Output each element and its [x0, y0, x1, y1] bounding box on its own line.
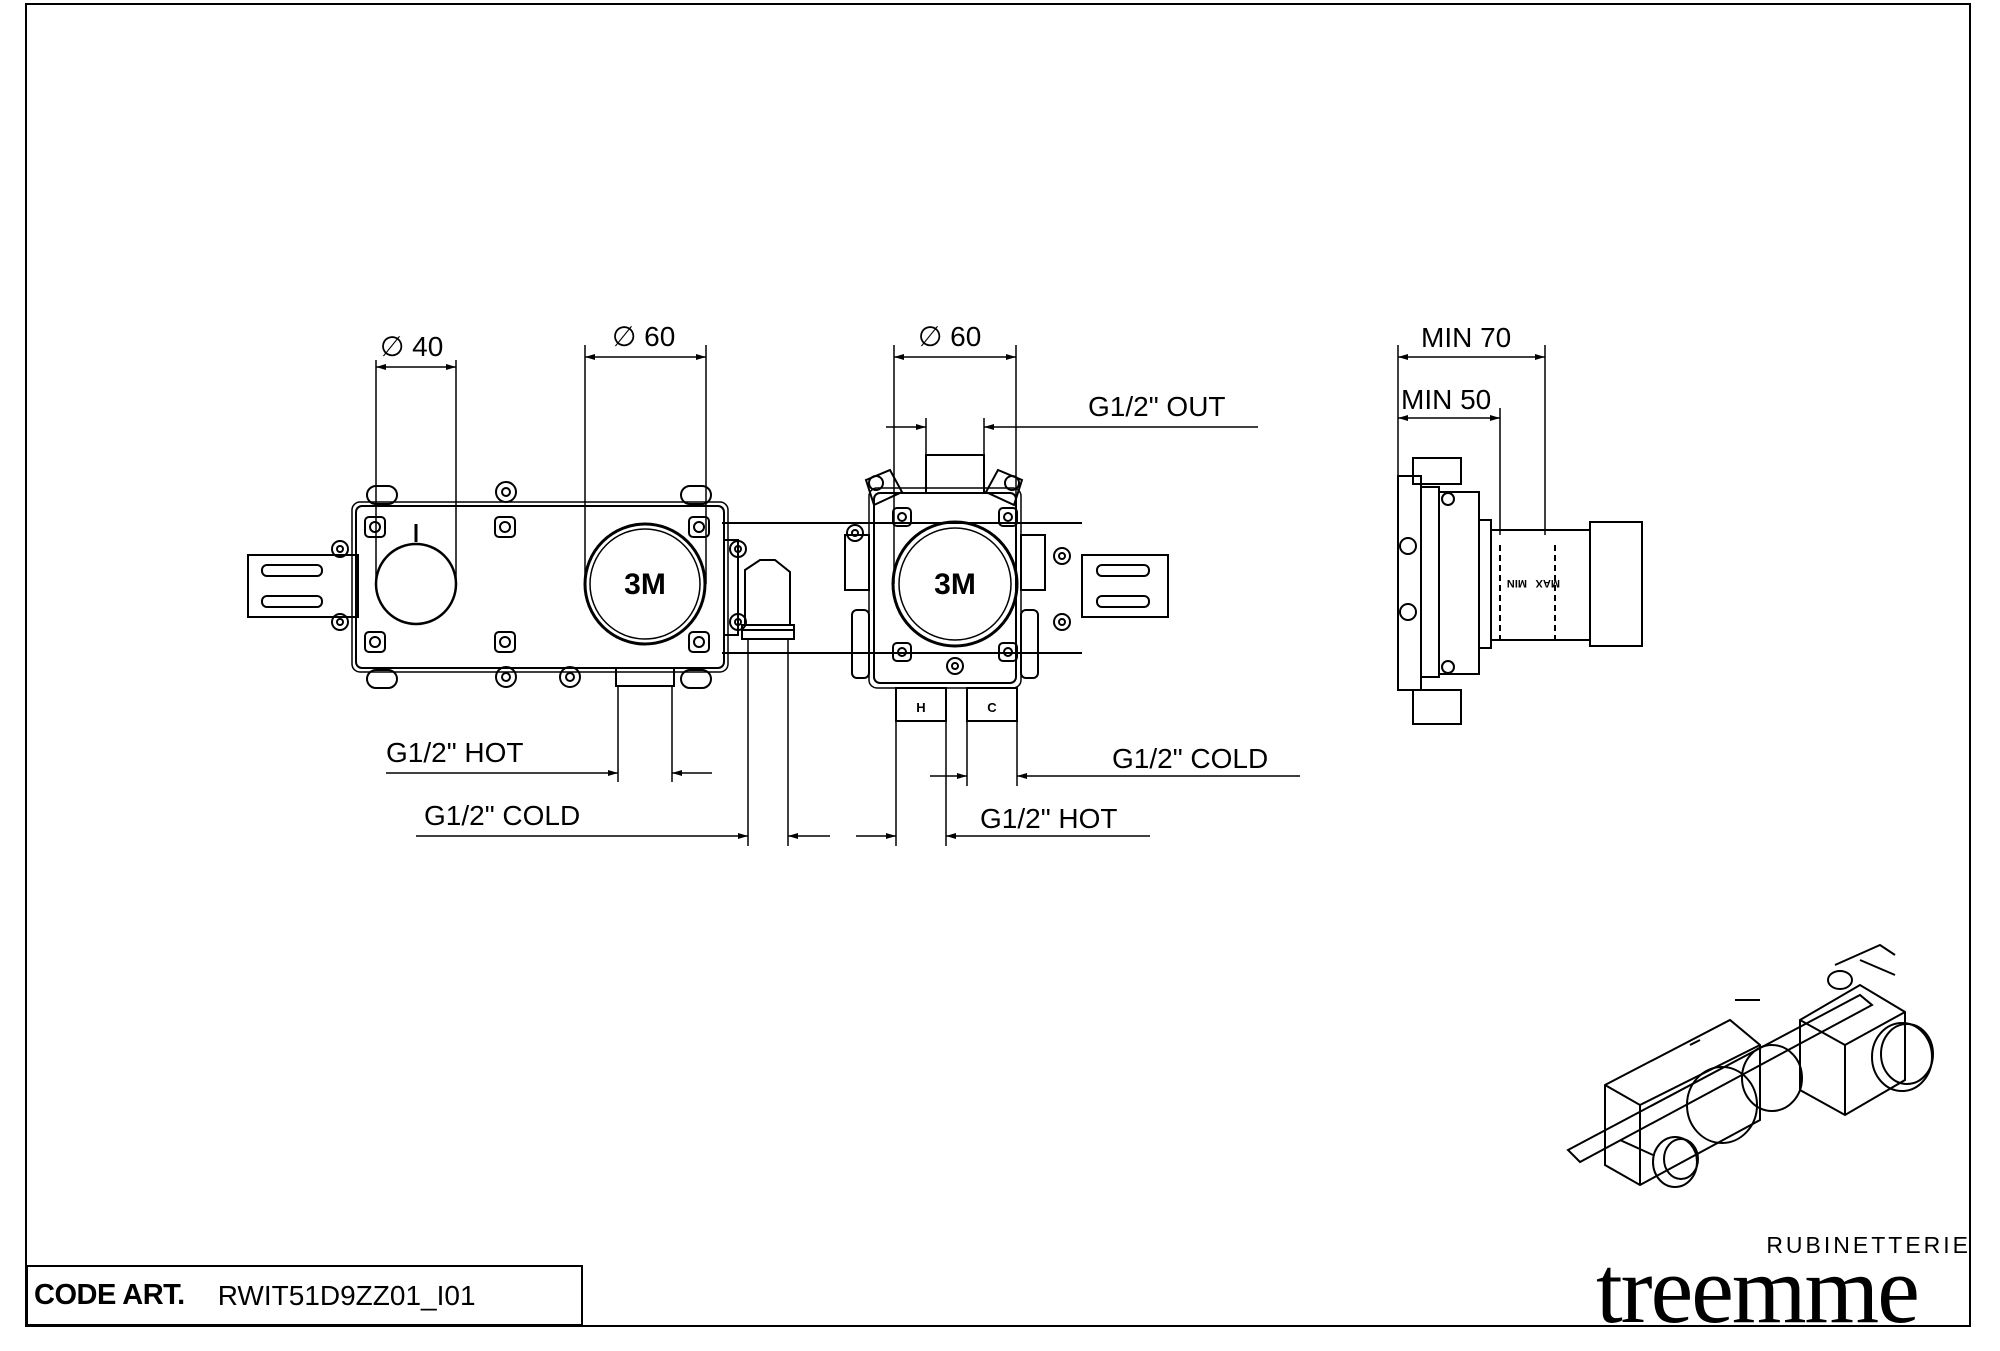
- mixer-side-view: [1397, 457, 1643, 725]
- brand-name: treemme: [1596, 1236, 1920, 1343]
- dim-diameter-40: ∅ 40: [380, 331, 443, 362]
- code-value: RWIT51D9ZZ01_I01: [217, 1279, 476, 1311]
- dimension-lines: [375, 345, 1546, 846]
- label-cold-right: G1/2" COLD: [1112, 743, 1268, 774]
- dim-min-50: MIN 50: [1401, 384, 1491, 415]
- code-label: CODE ART.: [34, 1279, 185, 1311]
- label-out: G1/2" OUT: [1088, 391, 1226, 422]
- label-hot-right: G1/2" HOT: [980, 803, 1118, 834]
- depth-mark-min: MIN: [1507, 577, 1527, 589]
- port-mark-hot: H: [916, 700, 925, 715]
- label-cold-left: G1/2" COLD: [424, 800, 580, 831]
- mixer-body-center: [844, 454, 1169, 722]
- label-hot-left: G1/2" HOT: [386, 737, 524, 768]
- dim-diameter-60-center: ∅ 60: [918, 321, 981, 352]
- title-block: CODE ART. RWIT51D9ZZ01_I01: [26, 1265, 583, 1326]
- dim-min-70: MIN 70: [1421, 322, 1511, 353]
- brand-logo: RUBINETTERIE treemme: [1596, 1232, 1971, 1338]
- brand-subtitle: RUBINETTERIE: [1766, 1232, 1971, 1258]
- isometric-view: [1566, 943, 1934, 1188]
- dim-diameter-60-left: ∅ 60: [612, 321, 675, 352]
- mixer-body-left: [247, 481, 1082, 689]
- depth-mark-max: MAX: [1535, 577, 1560, 589]
- cartridge-mark-left: 3M: [624, 568, 666, 601]
- drawing-frame: [25, 3, 1971, 1327]
- cartridge-mark-center: 3M: [934, 568, 976, 601]
- port-mark-cold: C: [987, 700, 997, 715]
